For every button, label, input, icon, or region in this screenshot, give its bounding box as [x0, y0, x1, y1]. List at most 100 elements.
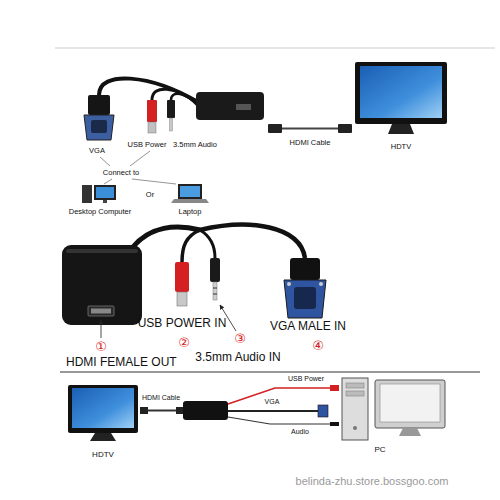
- pc-monitor: [375, 380, 445, 428]
- vga-cable: [228, 410, 318, 412]
- pc-tower: [346, 383, 364, 388]
- hdtv-monitor: [68, 385, 138, 441]
- divider-line: [55, 48, 495, 49]
- hdmi-cable: [176, 407, 183, 414]
- vga-connector: [294, 287, 316, 309]
- cable-label: HDMI Cable: [290, 139, 331, 147]
- usb-cable: [228, 385, 339, 404]
- audio-jack: [167, 100, 175, 118]
- port-label: VGA MALE IN: [270, 320, 346, 333]
- desktop-computer: [96, 187, 114, 198]
- part-label: 3.5mm Audio: [173, 141, 217, 149]
- adapter-box: [236, 104, 251, 110]
- vga-connector: [284, 280, 326, 318]
- cable-label: Audio: [291, 428, 309, 436]
- vga-connector: [84, 95, 114, 140]
- cable-label: USB Power: [288, 375, 324, 383]
- note-label: Or: [146, 191, 154, 199]
- audio-jack: [210, 258, 220, 300]
- pc-tower: [353, 426, 357, 430]
- usb-plug: [175, 262, 189, 306]
- vga-connector: [91, 120, 107, 133]
- vga-connector: [290, 258, 320, 280]
- hdtv-monitor: [72, 388, 134, 428]
- audio-cable: [330, 422, 339, 426]
- adapter-box: [183, 401, 228, 420]
- pc-tower: [346, 391, 364, 396]
- audio-jack: [213, 288, 217, 289]
- leader-arrow: [101, 305, 236, 338]
- vga-connector: [88, 95, 110, 115]
- watermark: belinda-zhu.store.bossgoo.com: [296, 475, 449, 487]
- device-label: HDTV: [92, 451, 114, 460]
- usb-plug: [147, 100, 157, 122]
- device-label: Desktop Computer: [69, 208, 132, 216]
- desktop-computer: [82, 185, 92, 203]
- laptop: [171, 184, 209, 203]
- hdmi-cable: [268, 124, 282, 133]
- divider-line: [60, 372, 480, 373]
- hdtv-monitor: [90, 433, 116, 441]
- adapter-cables: [132, 225, 305, 262]
- usb-plug: [175, 262, 189, 292]
- usb-plug: [148, 122, 156, 133]
- pc-monitor: [375, 380, 445, 436]
- hdmi-cable: [140, 407, 148, 414]
- leader-line: [100, 157, 110, 166]
- audio-cable: [228, 417, 330, 424]
- adapter-cables: [182, 230, 200, 262]
- vga-connector: [84, 115, 114, 140]
- adapter-cables: [171, 94, 198, 106]
- adapter-cables: [200, 230, 215, 258]
- leader-line: [100, 151, 176, 184]
- adapter-box: [88, 306, 114, 316]
- vga-cable: [228, 405, 328, 417]
- hdmi-cable: [338, 124, 352, 133]
- desktop-computer: [82, 185, 116, 203]
- audio-jack: [213, 294, 217, 295]
- leader-line: [130, 151, 150, 166]
- adapter-box: [62, 245, 142, 325]
- cable-label: HDMI Cable: [142, 394, 180, 402]
- laptop: [171, 199, 209, 203]
- callout-number: ④: [312, 339, 324, 353]
- leader-line: [104, 179, 112, 184]
- port-label: USB POWER IN: [138, 317, 227, 330]
- audio-jack: [213, 282, 217, 300]
- hdtv-monitor: [68, 385, 138, 433]
- hdmi-cable: [140, 407, 183, 414]
- port-label: HDMI FEMALE OUT: [66, 356, 177, 369]
- pc-tower: [342, 378, 368, 440]
- vga-connector: [284, 258, 326, 318]
- audio-cable: [228, 417, 339, 426]
- laptop: [180, 186, 200, 197]
- desktop-computer: [103, 200, 107, 203]
- part-label: VGA: [89, 147, 105, 155]
- audio-jack: [210, 258, 220, 282]
- adapter-box: [66, 249, 138, 253]
- device-label: Laptop: [179, 208, 202, 216]
- usb-plug: [177, 292, 187, 306]
- callout-number: ③: [234, 332, 246, 346]
- hdmi-cable: [282, 128, 338, 130]
- pc-monitor: [399, 428, 421, 436]
- leader-arrow: [101, 320, 102, 338]
- desktop-computer: [94, 185, 116, 200]
- adapter-box: [91, 309, 111, 314]
- adapter-cables: [99, 78, 198, 102]
- cable-label: VGA: [265, 398, 280, 406]
- hdmi-cable: [268, 124, 352, 133]
- part-label: USB Power: [128, 141, 167, 149]
- adapter-box: [183, 401, 228, 420]
- audio-jack: [167, 100, 175, 131]
- usb-cable: [330, 385, 339, 391]
- adapter-cables: [200, 225, 305, 258]
- callout-number: ②: [178, 336, 190, 350]
- hdtv-monitor: [355, 62, 447, 124]
- vga-connector: [287, 282, 291, 286]
- note-label: Connect to: [103, 169, 139, 177]
- leader-line: [132, 179, 176, 184]
